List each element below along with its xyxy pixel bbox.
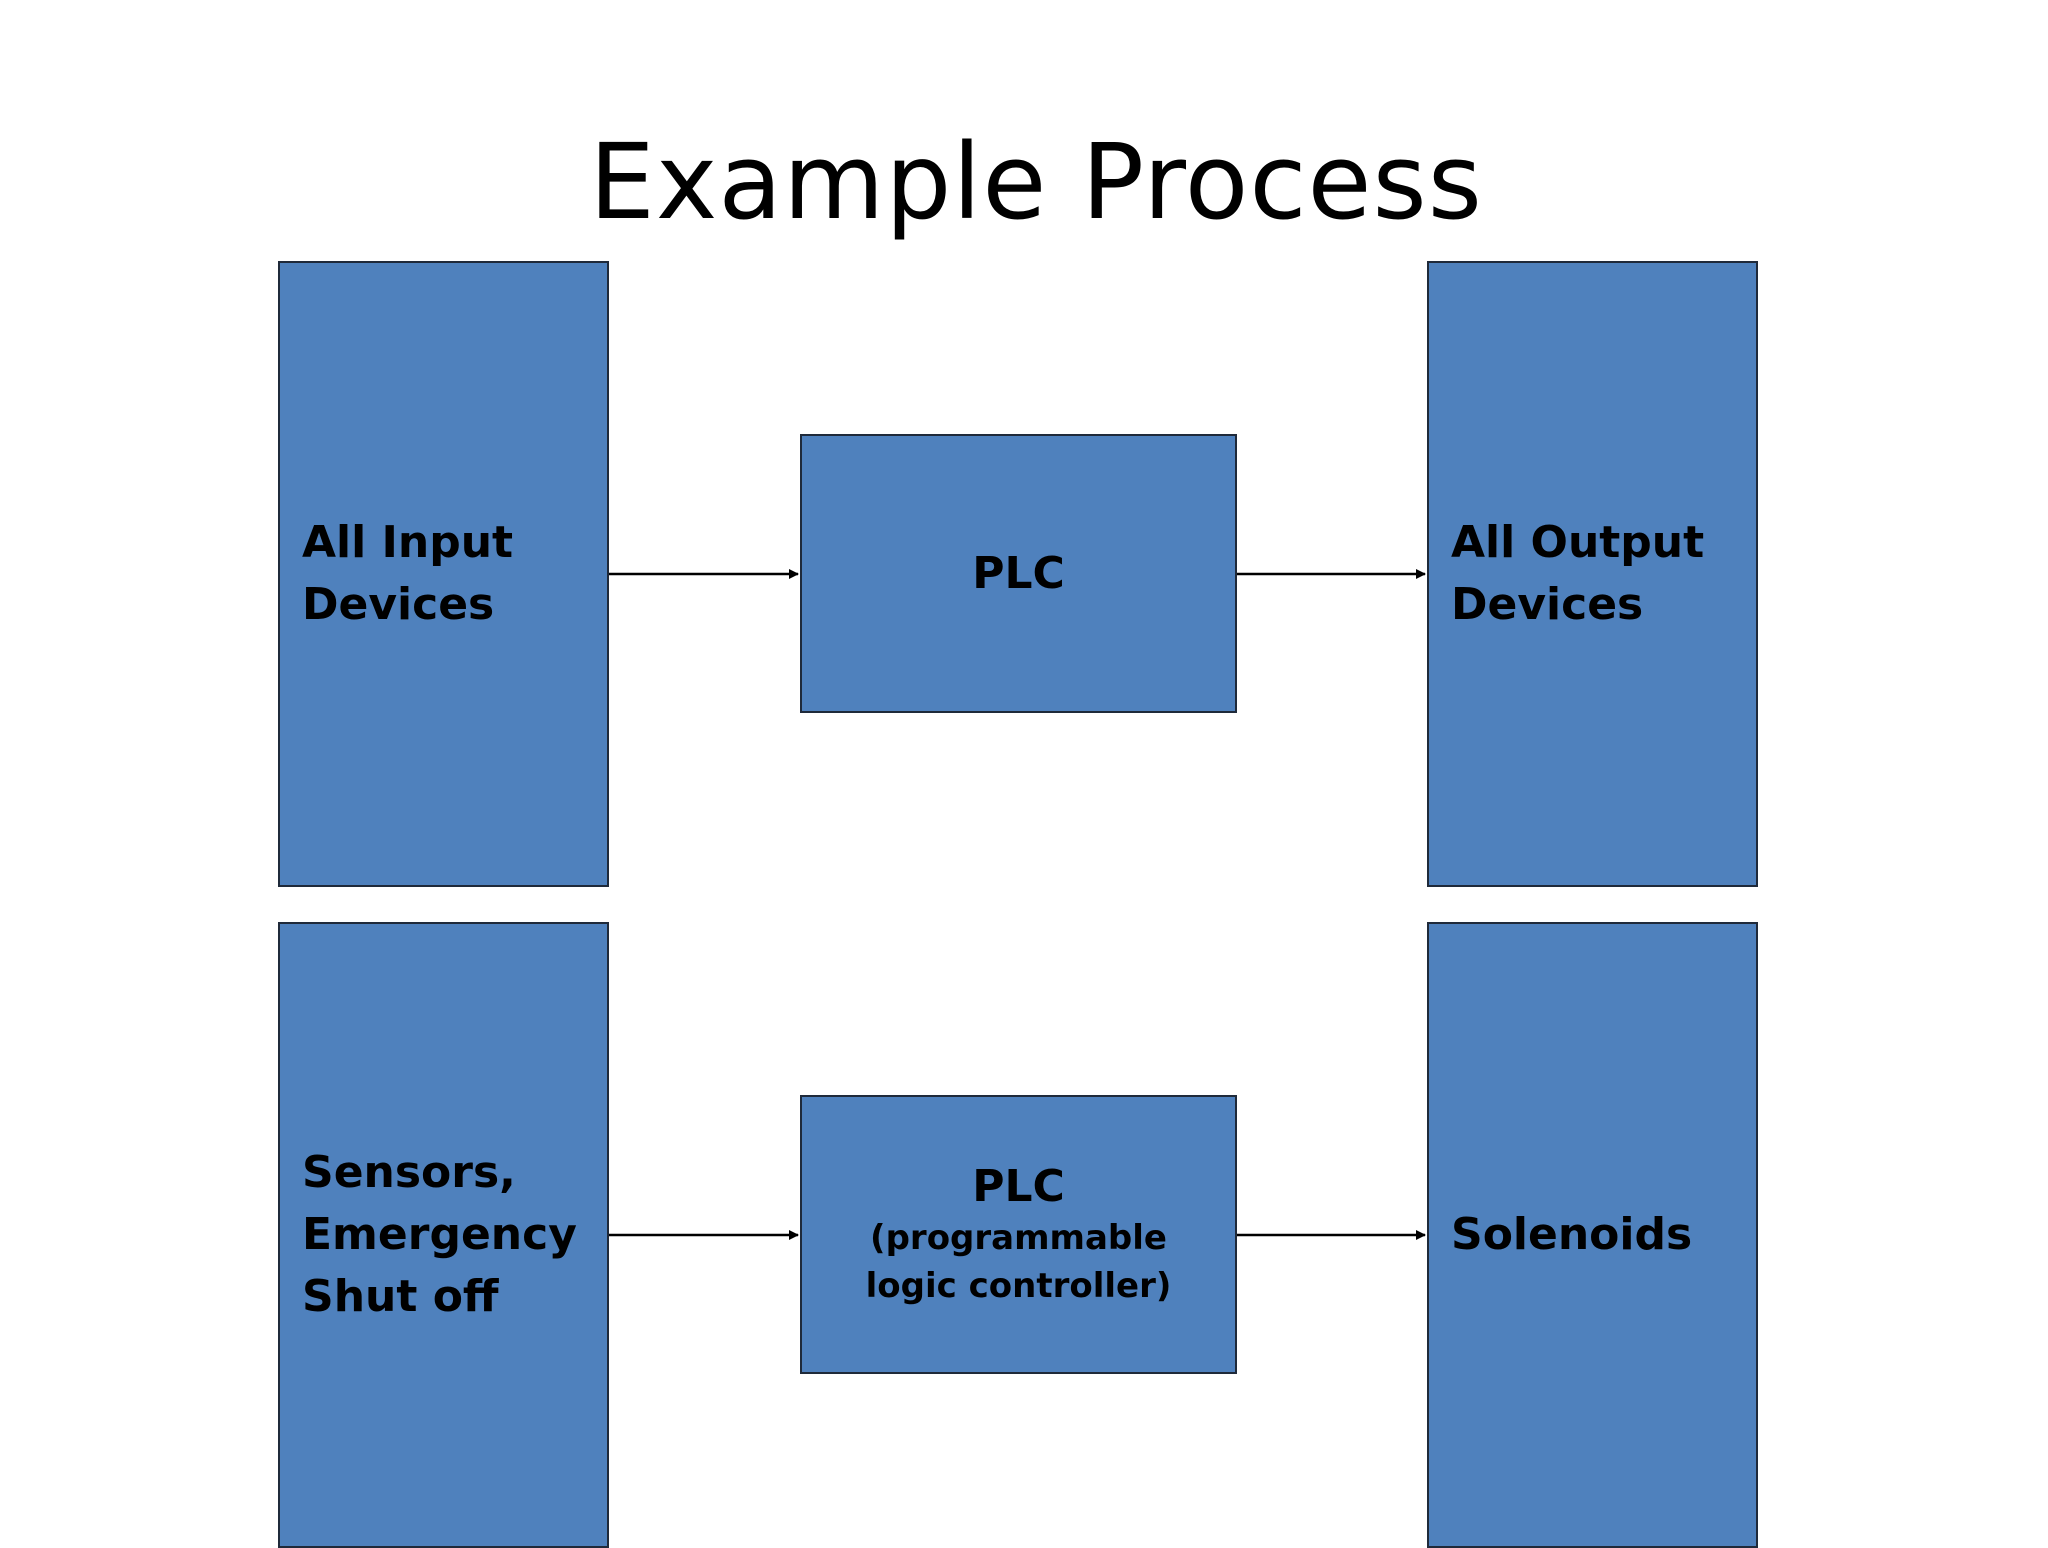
solenoids-box: Solenoids — [1427, 922, 1758, 1548]
output-devices-box: All Output Devices — [1427, 261, 1758, 887]
plc-detail-label: PLC — [972, 1160, 1065, 1212]
input-devices-label: All Input Devices — [302, 517, 514, 630]
sensors-box: Sensors, Emergency Shut off — [278, 922, 609, 1548]
plc-box: PLC — [800, 434, 1237, 713]
sensors-label: Sensors, Emergency Shut off — [302, 1147, 577, 1322]
page-title: Example Process — [589, 121, 1483, 243]
plc-detail-box: PLC (programmable logic controller) — [800, 1095, 1237, 1374]
plc-detail-sublabel: (programmable logic controller) — [865, 1217, 1172, 1306]
solenoids-label: Solenoids — [1451, 1209, 1693, 1260]
plc-label: PLC — [972, 547, 1065, 599]
output-devices-label: All Output Devices — [1451, 517, 1705, 630]
input-devices-box: All Input Devices — [278, 261, 609, 887]
